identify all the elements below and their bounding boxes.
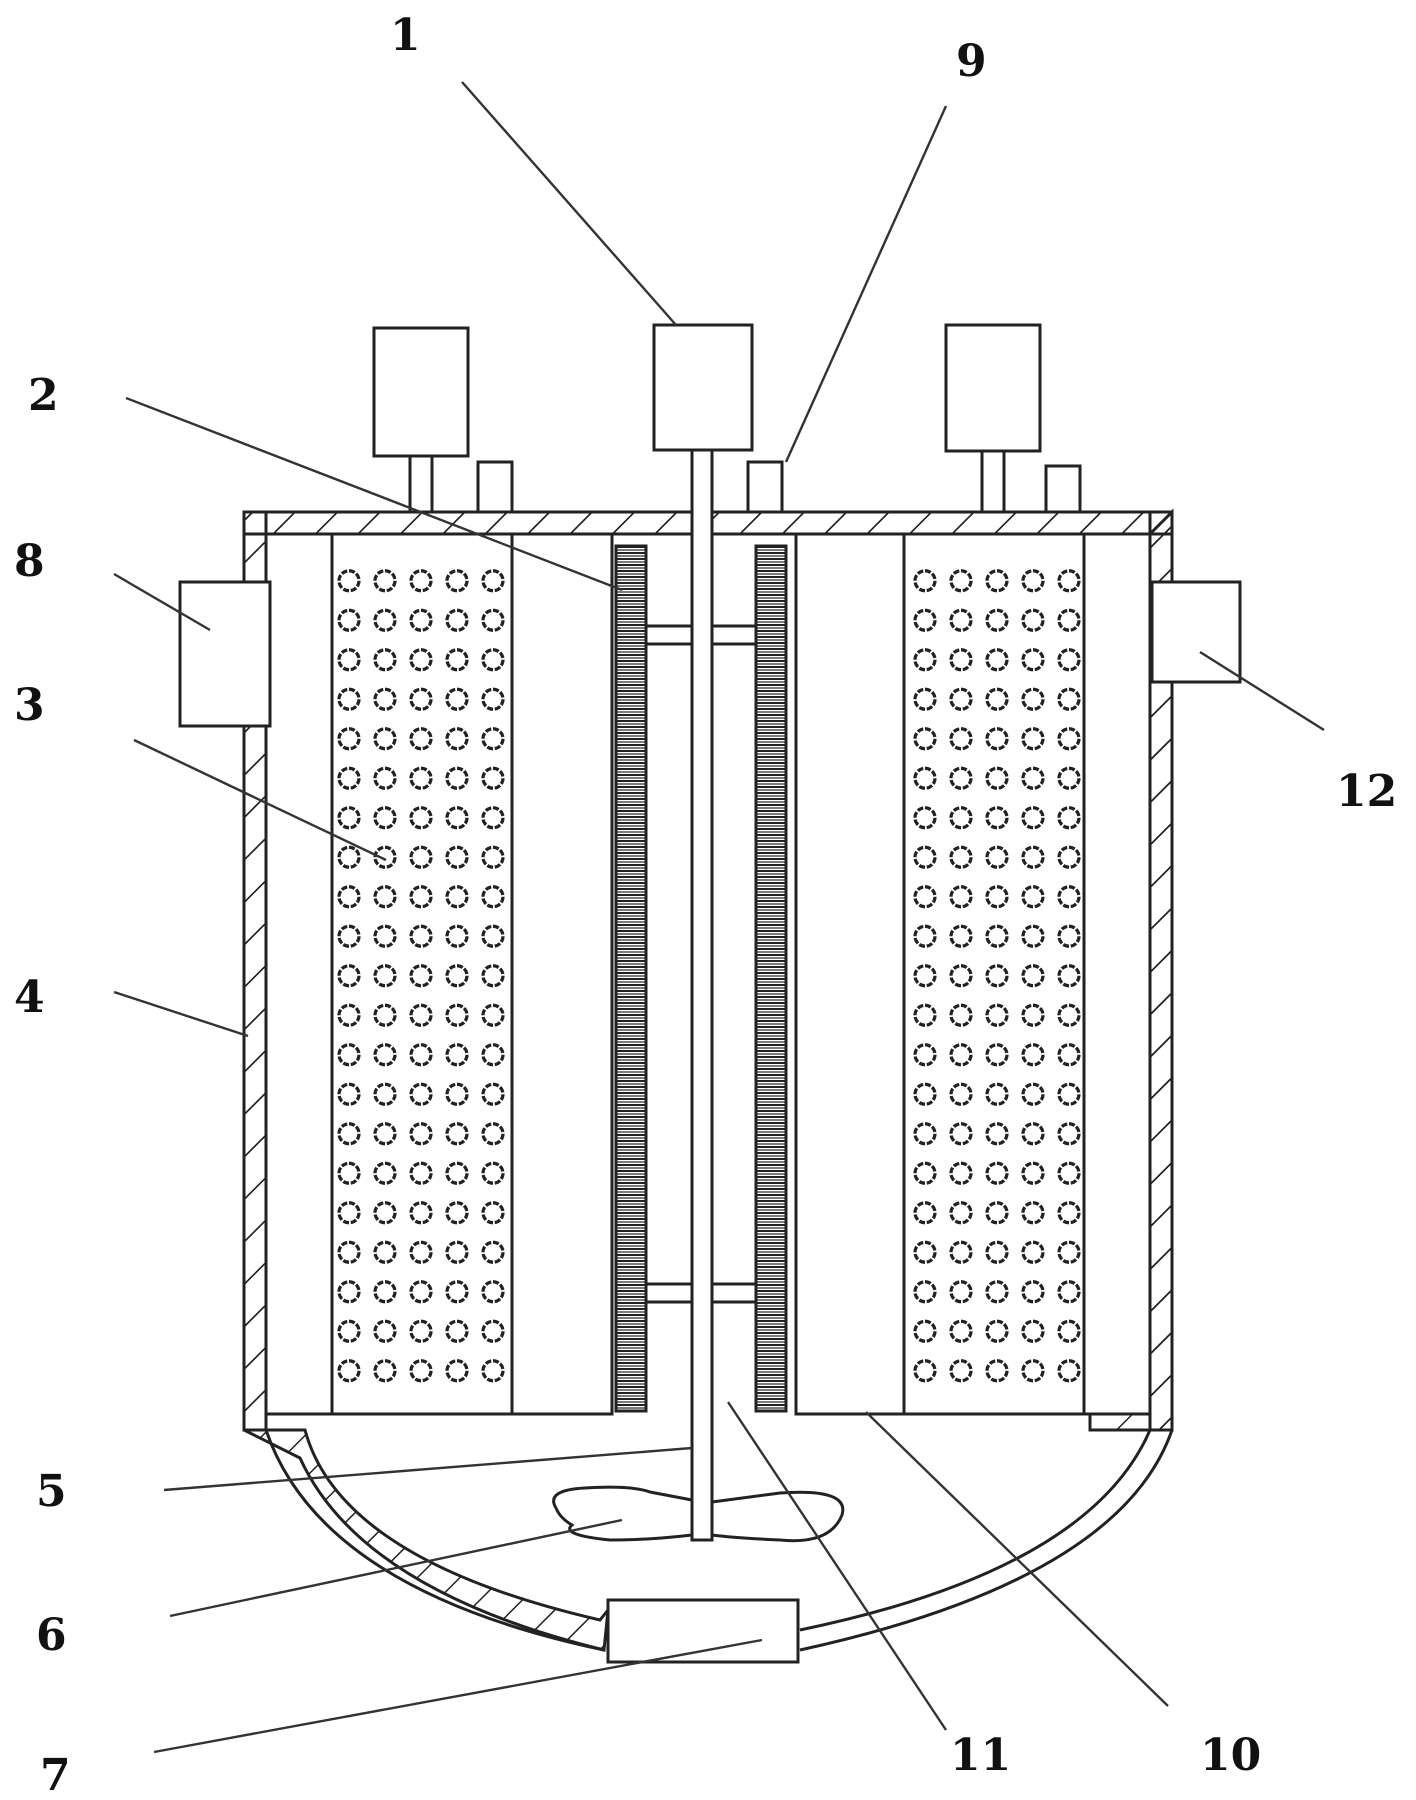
filter-screens <box>614 544 788 1413</box>
label-3: 3 <box>14 680 45 731</box>
label-12: 12 <box>1336 766 1397 817</box>
bottom-outlet <box>606 1598 800 1664</box>
stirring-shaft <box>644 448 758 1542</box>
label-11: 11 <box>950 1730 1011 1781</box>
label-1: 1 <box>390 10 421 61</box>
label-6: 6 <box>36 1610 67 1661</box>
left-inner-column <box>264 532 614 1416</box>
label-8: 8 <box>14 536 45 587</box>
label-4: 4 <box>14 972 45 1023</box>
feed-ports <box>476 460 1082 514</box>
right-side-box <box>1150 580 1242 684</box>
label-2: 2 <box>28 370 59 421</box>
label-5: 5 <box>36 1466 67 1517</box>
right-inner-column <box>794 532 1152 1416</box>
top-motor <box>652 323 754 452</box>
left-side-box <box>178 580 272 728</box>
outer-shell <box>242 508 1174 1432</box>
right-top-motor <box>944 323 1042 514</box>
label-10: 10 <box>1200 1730 1261 1781</box>
leader-lines <box>113 81 1325 1754</box>
label-7: 7 <box>40 1750 71 1800</box>
label-9: 9 <box>956 36 987 87</box>
impeller <box>552 1485 845 1543</box>
left-top-motor <box>372 326 470 514</box>
